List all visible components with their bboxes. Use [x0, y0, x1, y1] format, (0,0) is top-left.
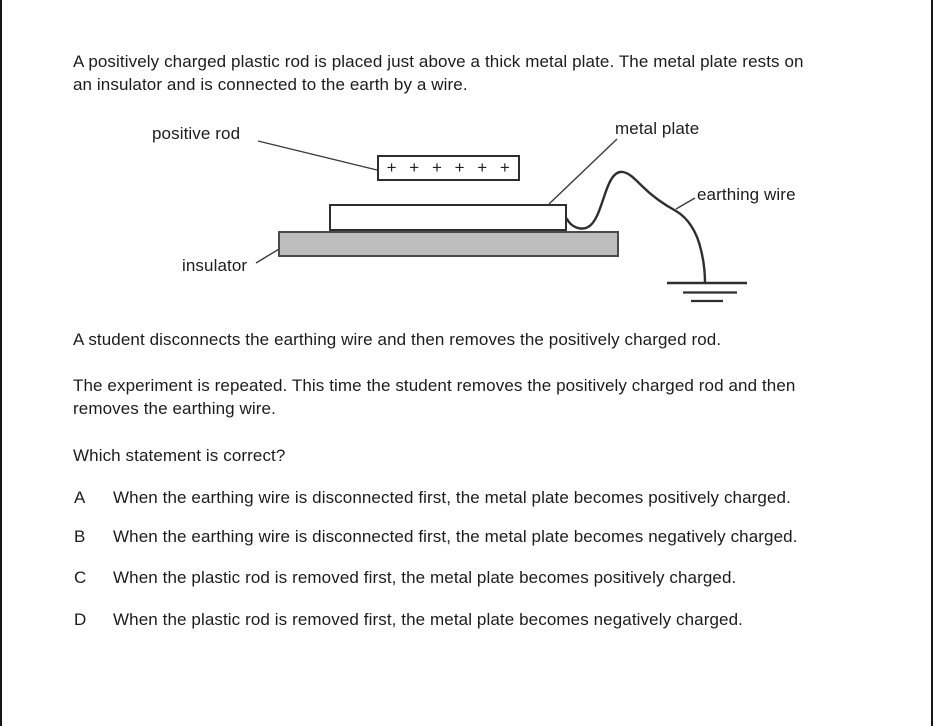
- charged-rod: + + + + + +: [377, 155, 520, 181]
- option-a-letter: A: [74, 488, 86, 507]
- earthing-wire: [565, 170, 707, 285]
- intro-paragraph: A positively charged plastic rod is plac…: [73, 51, 804, 96]
- paragraph-3-line-1: The experiment is repeated. This time th…: [73, 376, 796, 395]
- intro-line-1: A positively charged plastic rod is plac…: [73, 52, 804, 71]
- paragraph-2: A student disconnects the earthing wire …: [73, 330, 722, 349]
- positive-rod-leader-line: [257, 140, 378, 171]
- option-d: D When the plastic rod is removed first,…: [74, 609, 743, 630]
- metal-plate-label: metal plate: [615, 119, 700, 138]
- option-c: C When the plastic rod is removed first,…: [74, 567, 736, 588]
- metal-plate-leader-line: [548, 138, 618, 205]
- option-d-letter: D: [74, 610, 87, 629]
- option-a-text: When the earthing wire is disconnected f…: [113, 488, 791, 507]
- earthing-wire-leader-line: [675, 197, 696, 210]
- page-left-border: [0, 0, 2, 726]
- option-b: B When the earthing wire is disconnected…: [74, 526, 798, 547]
- option-b-text: When the earthing wire is disconnected f…: [113, 527, 798, 546]
- metal-plate: [329, 204, 567, 231]
- positive-rod-label: positive rod: [152, 124, 241, 143]
- rod-plus-charges: + + + + + +: [386, 158, 511, 177]
- option-a: A When the earthing wire is disconnected…: [74, 487, 791, 508]
- page-right-border: [931, 0, 933, 726]
- option-d-text: When the plastic rod is removed first, t…: [113, 610, 743, 629]
- insulator-block: [278, 231, 619, 257]
- option-c-text: When the plastic rod is removed first, t…: [113, 568, 737, 587]
- insulator-label: insulator: [182, 256, 248, 275]
- option-b-letter: B: [74, 527, 86, 546]
- paragraph-3-line-2: removes the earthing wire.: [73, 398, 276, 418]
- paragraph-3: The experiment is repeated. This time th…: [73, 375, 795, 420]
- earth-symbol: [667, 281, 747, 303]
- intro-line-2: an insulator and is connected to the ear…: [73, 74, 468, 94]
- question-prompt: Which statement is correct?: [73, 446, 286, 465]
- earthing-wire-label: earthing wire: [697, 185, 796, 204]
- option-c-letter: C: [74, 568, 87, 587]
